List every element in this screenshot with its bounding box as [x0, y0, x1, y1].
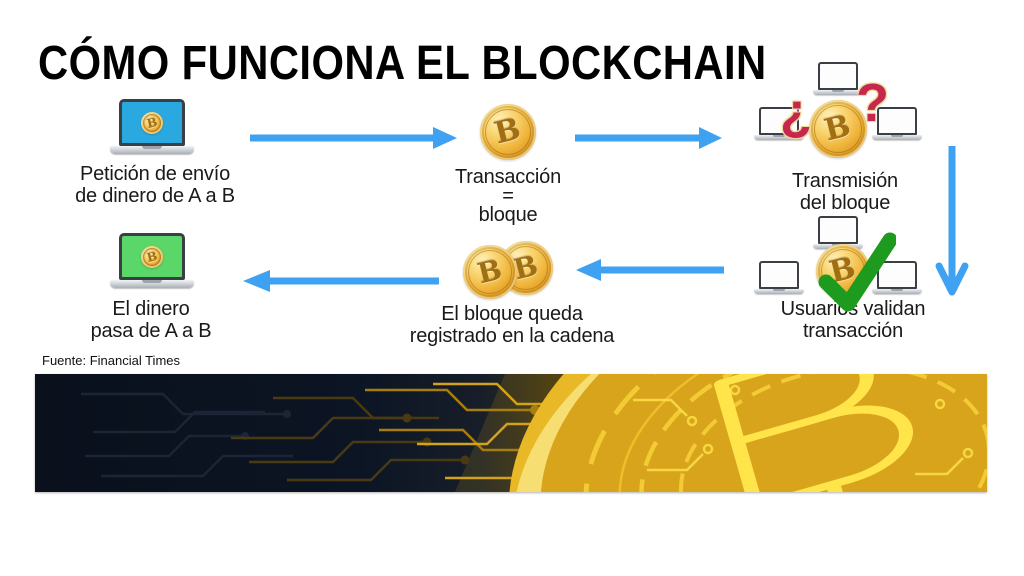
laptop-icon: [813, 62, 863, 95]
step-label-transaction: Transacción = bloque: [408, 166, 608, 226]
footer-banner-image: [35, 374, 987, 492]
laptop-screen: [759, 107, 799, 135]
label-line: Petición de envío: [79, 163, 231, 185]
laptop-screen: [877, 261, 917, 289]
laptop-base: [813, 90, 863, 95]
laptop-base: [872, 289, 922, 294]
bitcoin-coin-icon: B: [809, 100, 867, 158]
bitcoin-coin-icon: B: [463, 245, 517, 299]
source-attribution: Fuente: Financial Times: [42, 353, 181, 368]
page-title: CÓMO FUNCIONA EL BLOCKCHAIN: [38, 37, 767, 90]
label-line: Transmisión: [792, 170, 898, 192]
step-label-result: El dinero pasa de A a B: [49, 298, 253, 342]
network-validation-icon: B: [752, 216, 924, 316]
flow-arrow-right-1: [250, 127, 457, 149]
bitcoin-coin-icon: B: [141, 245, 163, 268]
step-label-request: Petición de envío de dinero de A a B: [30, 163, 280, 207]
network-transmission-icon: B ¿ ?: [752, 62, 924, 162]
laptop-icon: [754, 107, 804, 140]
laptop-screen: [877, 107, 917, 135]
laptop-request-icon: B: [110, 99, 194, 154]
laptop-base: [872, 135, 922, 140]
laptop-base: [110, 146, 194, 154]
banner-art: [35, 374, 987, 492]
laptop-screen: [818, 62, 858, 90]
laptop-icon: [872, 107, 922, 140]
bitcoin-symbol: B: [474, 252, 506, 291]
laptop-screen: B: [119, 233, 185, 280]
step-label-registration: El bloque queda registrado en la cadena: [380, 303, 644, 347]
bitcoin-coin-icon: B: [480, 104, 536, 160]
laptop-icon: [754, 261, 804, 294]
bitcoin-symbol: B: [145, 114, 159, 131]
label-line: de dinero de A a B: [75, 185, 235, 207]
flow-arrow-left-1: [576, 259, 724, 281]
bitcoin-symbol: B: [821, 108, 855, 149]
checkmark-icon: [818, 232, 896, 312]
blockchain-coins-icon: B B: [463, 241, 557, 299]
label-line: transacción: [802, 320, 904, 342]
bitcoin-coin-art: [508, 374, 987, 492]
bitcoin-symbol: B: [145, 248, 159, 265]
label-line: del bloque: [799, 192, 891, 214]
flow-arrow-right-2: [575, 127, 722, 149]
laptop-screen: [759, 261, 799, 289]
label-line: El bloque queda: [441, 303, 583, 325]
step-label-transmission: Transmisión del bloque: [745, 170, 945, 214]
laptop-icon: [872, 261, 922, 294]
equals-sign: =: [502, 185, 514, 207]
label-line: pasa de A a B: [90, 320, 212, 342]
bitcoin-coin-icon: B: [141, 111, 163, 134]
question-mark-close-icon: ?: [856, 73, 889, 133]
flow-arrow-down: [935, 146, 969, 296]
laptop-result-icon: B: [110, 233, 194, 288]
laptop-screen: [818, 216, 858, 244]
label-line: El dinero: [112, 298, 190, 320]
question-mark-open-icon: ¿: [780, 83, 812, 141]
label-line: registrado en la cadena: [409, 325, 615, 347]
laptop-base: [110, 280, 194, 288]
label-line: bloque: [478, 204, 538, 226]
bitcoin-symbol: B: [491, 111, 525, 152]
flow-arrow-left-2: [243, 270, 439, 292]
laptop-base: [754, 289, 804, 294]
label-line: Transacción: [455, 166, 561, 188]
laptop-screen: B: [119, 99, 185, 146]
laptop-icon: [813, 216, 863, 249]
laptop-base: [754, 135, 804, 140]
